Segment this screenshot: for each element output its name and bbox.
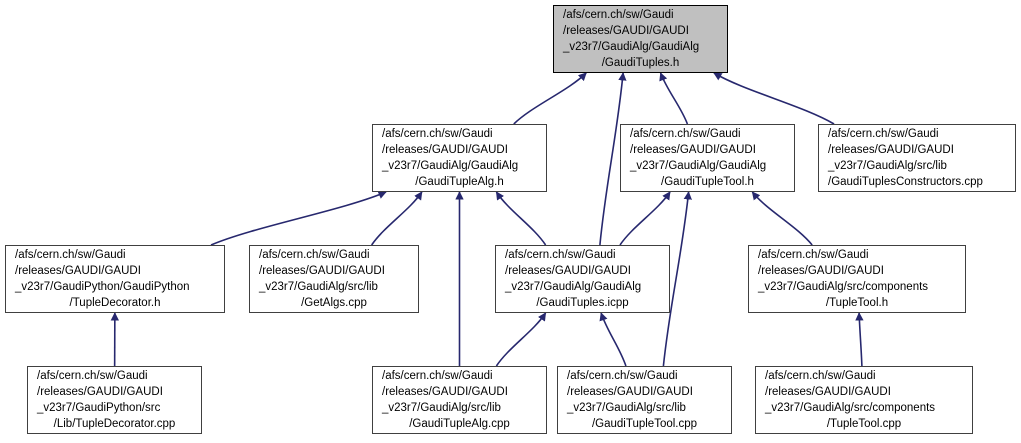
node-label-line: /afs/cern.ch/sw/Gaudi <box>382 127 493 140</box>
node-label-line: /GetAlgs.cpp <box>301 297 367 310</box>
node-label-line: /releases/GAUDI/GAUDI <box>828 143 954 156</box>
graph-node-tupledecorator_h[interactable]: /afs/cern.ch/sw/Gaudi/releases/GAUDI/GAU… <box>5 245 225 313</box>
node-label-line: /TupleTool.h <box>825 297 889 310</box>
node-label-line: /GaudiTupleAlg.cpp <box>409 418 510 431</box>
node-label-line: _v23r7/GaudiPython/GaudiPython <box>15 281 190 293</box>
node-label-line: _v23r7/GaudiAlg/src/components <box>758 281 929 293</box>
node-label-line: _v23r7/GaudiAlg/src/lib <box>382 402 501 414</box>
graph-node-getalgs_cpp[interactable]: /afs/cern.ch/sw/Gaudi/releases/GAUDI/GAU… <box>249 245 419 313</box>
node-label-line: /releases/GAUDI/GAUDI <box>382 143 508 156</box>
graph-node-gaudituplealg_cpp[interactable]: /afs/cern.ch/sw/Gaudi/releases/GAUDI/GAU… <box>372 366 547 434</box>
node-label-line: /afs/cern.ch/sw/Gaudi <box>37 369 148 382</box>
node-label-line: /afs/cern.ch/sw/Gaudi <box>505 248 616 261</box>
graph-node-gaudituppletool_cpp[interactable]: /afs/cern.ch/sw/Gaudi/releases/GAUDI/GAU… <box>557 366 732 434</box>
node-label-line: /releases/GAUDI/GAUDI <box>765 385 891 398</box>
node-label-line: /releases/GAUDI/GAUDI <box>259 264 385 277</box>
graph-edge-tupletool_h-to-gaudituppletool_h <box>751 191 813 246</box>
node-label-line: _v23r7/GaudiAlg/GaudiAlg <box>382 160 519 172</box>
graph-edge-gaudituplesconstructors_cpp-to-gaudituples_h <box>713 72 835 125</box>
graph-edge-gaudituples_icpp-to-gaudituplealg_h <box>495 191 547 246</box>
graph-node-gaudituppletool_h[interactable]: /afs/cern.ch/sw/Gaudi/releases/GAUDI/GAU… <box>620 124 795 192</box>
node-label-line: /releases/GAUDI/GAUDI <box>563 24 689 37</box>
graph-node-tupledecorator_cpp[interactable]: /afs/cern.ch/sw/Gaudi/releases/GAUDI/GAU… <box>27 366 202 434</box>
graph-edge-tupledecorator_h-to-gaudituplealg_h <box>210 191 387 246</box>
node-label-line: /afs/cern.ch/sw/Gaudi <box>15 248 126 261</box>
graph-node-tupletool_h[interactable]: /afs/cern.ch/sw/Gaudi/releases/GAUDI/GAU… <box>748 245 966 313</box>
node-label-line: _v23r7/GaudiAlg/src/components <box>765 402 936 414</box>
node-label-line: /TupleTool.cpp <box>826 418 902 431</box>
node-label-line: /releases/GAUDI/GAUDI <box>630 143 756 156</box>
node-label-line: /releases/GAUDI/GAUDI <box>567 385 693 398</box>
node-label-line: /afs/cern.ch/sw/Gaudi <box>563 8 674 21</box>
node-label-line: /GaudiTuples.icpp <box>536 297 629 310</box>
node-label-line: /releases/GAUDI/GAUDI <box>505 264 631 277</box>
graph-node-gaudituplealg_h[interactable]: /afs/cern.ch/sw/Gaudi/releases/GAUDI/GAU… <box>372 124 547 192</box>
node-label-line: /Lib/TupleDecorator.cpp <box>53 418 176 431</box>
graph-edge-gaudituppletool_h-to-gaudituples_h <box>659 72 689 125</box>
node-label-line: /GaudiTuplesConstructors.cpp <box>828 176 983 189</box>
node-label-line: /GaudiTupleTool.cpp <box>591 418 698 431</box>
node-label-line: /afs/cern.ch/sw/Gaudi <box>828 127 939 140</box>
node-label-line: _v23r7/GaudiAlg/src/lib <box>828 160 947 172</box>
node-label-line: /releases/GAUDI/GAUDI <box>37 385 163 398</box>
graph-node-gaudituples_h[interactable]: /afs/cern.ch/sw/Gaudi/releases/GAUDI/GAU… <box>553 5 728 73</box>
node-label-line: _v23r7/GaudiPython/src <box>37 402 161 414</box>
node-label-line: /GaudiTupleAlg.h <box>415 176 504 189</box>
node-label-line: _v23r7/GaudiAlg/src/lib <box>259 281 378 293</box>
node-label-line: /afs/cern.ch/sw/Gaudi <box>382 369 493 382</box>
node-label-line: _v23r7/GaudiAlg/src/lib <box>567 402 686 414</box>
node-label-line: /GaudiTuples.h <box>601 57 680 70</box>
node-label-line: /releases/GAUDI/GAUDI <box>382 385 508 398</box>
graph-edge-gaudituppletool_cpp-to-gaudituples_icpp <box>599 312 627 367</box>
node-label-line: /releases/GAUDI/GAUDI <box>758 264 884 277</box>
graph-edge-tupletool_cpp-to-tupletool_h <box>855 312 864 367</box>
node-label-line: _v23r7/GaudiAlg/GaudiAlg <box>630 160 767 172</box>
node-label-line: /GaudiTupleTool.h <box>661 176 754 189</box>
graph-node-gaudituples_icpp[interactable]: /afs/cern.ch/sw/Gaudi/releases/GAUDI/GAU… <box>495 245 670 313</box>
graph-node-tupletool_cpp[interactable]: /afs/cern.ch/sw/Gaudi/releases/GAUDI/GAU… <box>755 366 973 434</box>
node-label-line: /releases/GAUDI/GAUDI <box>15 264 141 277</box>
graph-edge-gaudituplealg_cpp-to-gaudituples_icpp <box>495 312 547 367</box>
node-label-line: /afs/cern.ch/sw/Gaudi <box>567 369 678 382</box>
node-label-line: /TupleDecorator.h <box>69 297 161 310</box>
graph-edge-gaudituplealg_h-to-gaudituples_h <box>513 72 587 125</box>
node-label-line: _v23r7/GaudiAlg/GaudiAlg <box>563 41 700 53</box>
node-label-line: /afs/cern.ch/sw/Gaudi <box>765 369 876 382</box>
node-label-line: /afs/cern.ch/sw/Gaudi <box>758 248 869 261</box>
graph-node-gaudituplesconstructors_cpp[interactable]: /afs/cern.ch/sw/Gaudi/releases/GAUDI/GAU… <box>818 124 1016 192</box>
node-label-line: /afs/cern.ch/sw/Gaudi <box>630 127 741 140</box>
graph-edge-getalgs_cpp-to-gaudituplealg_h <box>370 191 423 246</box>
node-label-line: /afs/cern.ch/sw/Gaudi <box>259 248 370 261</box>
node-label-line: _v23r7/GaudiAlg/GaudiAlg <box>505 281 642 293</box>
graph-edge-gaudituples_icpp-to-gaudituppletool_h <box>619 191 671 246</box>
